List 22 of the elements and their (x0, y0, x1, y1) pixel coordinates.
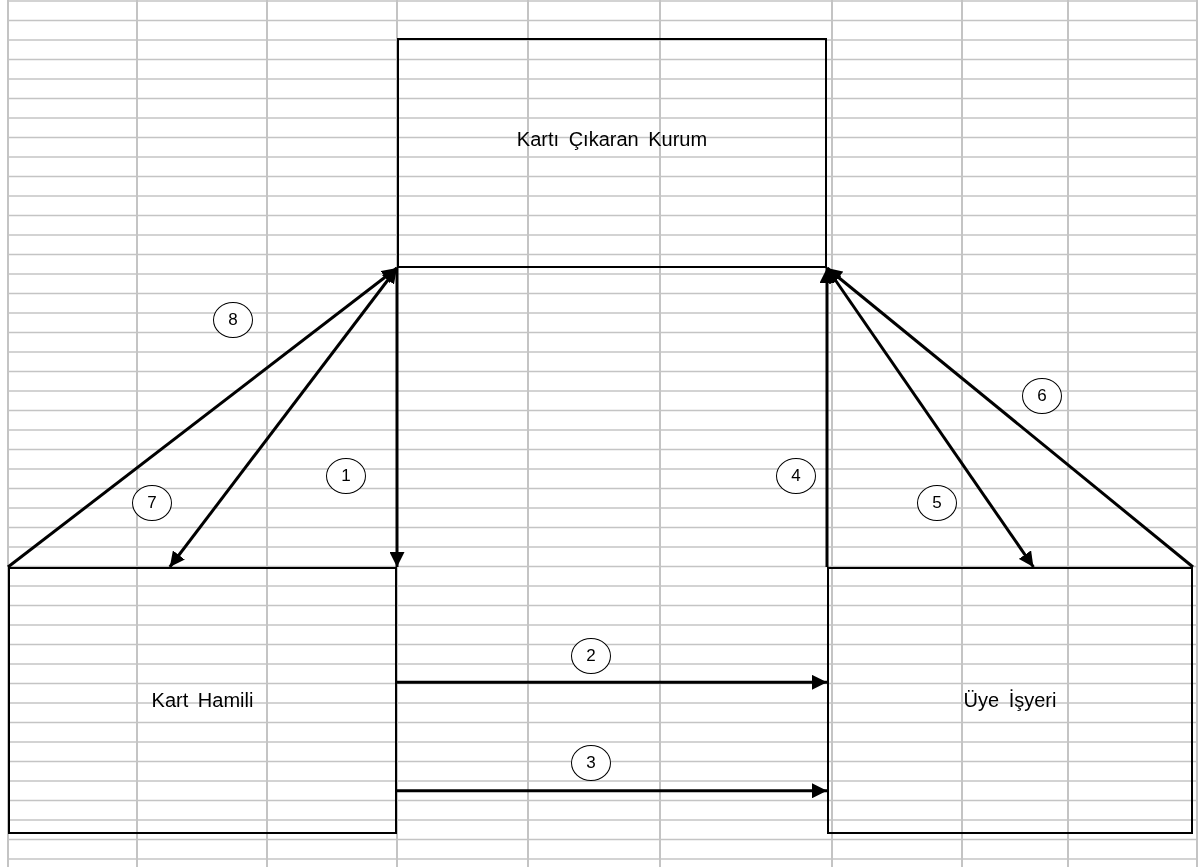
callout-number: 2 (571, 638, 611, 674)
process-box (397, 38, 827, 268)
arrow (389, 268, 405, 567)
arrow (819, 268, 835, 567)
box-label: Üye İşyeri (963, 688, 1057, 713)
callout-number: 6 (1022, 378, 1062, 414)
arrow (826, 266, 1194, 569)
callout-number: 1 (326, 458, 366, 494)
callout-number: 5 (917, 485, 957, 521)
arrow (397, 674, 827, 690)
arrow (7, 266, 398, 569)
arrow (168, 267, 399, 568)
arrow (825, 267, 1035, 568)
callout-number: 3 (571, 745, 611, 781)
box-label: Kartı Çıkaran Kurum (516, 127, 708, 152)
callout-number: 4 (776, 458, 816, 494)
arrow (397, 783, 827, 799)
process-box (8, 567, 397, 834)
callout-number: 7 (132, 485, 172, 521)
process-box (827, 567, 1193, 834)
callout-number: 8 (213, 302, 253, 338)
box-label: Kart Hamili (151, 688, 254, 713)
